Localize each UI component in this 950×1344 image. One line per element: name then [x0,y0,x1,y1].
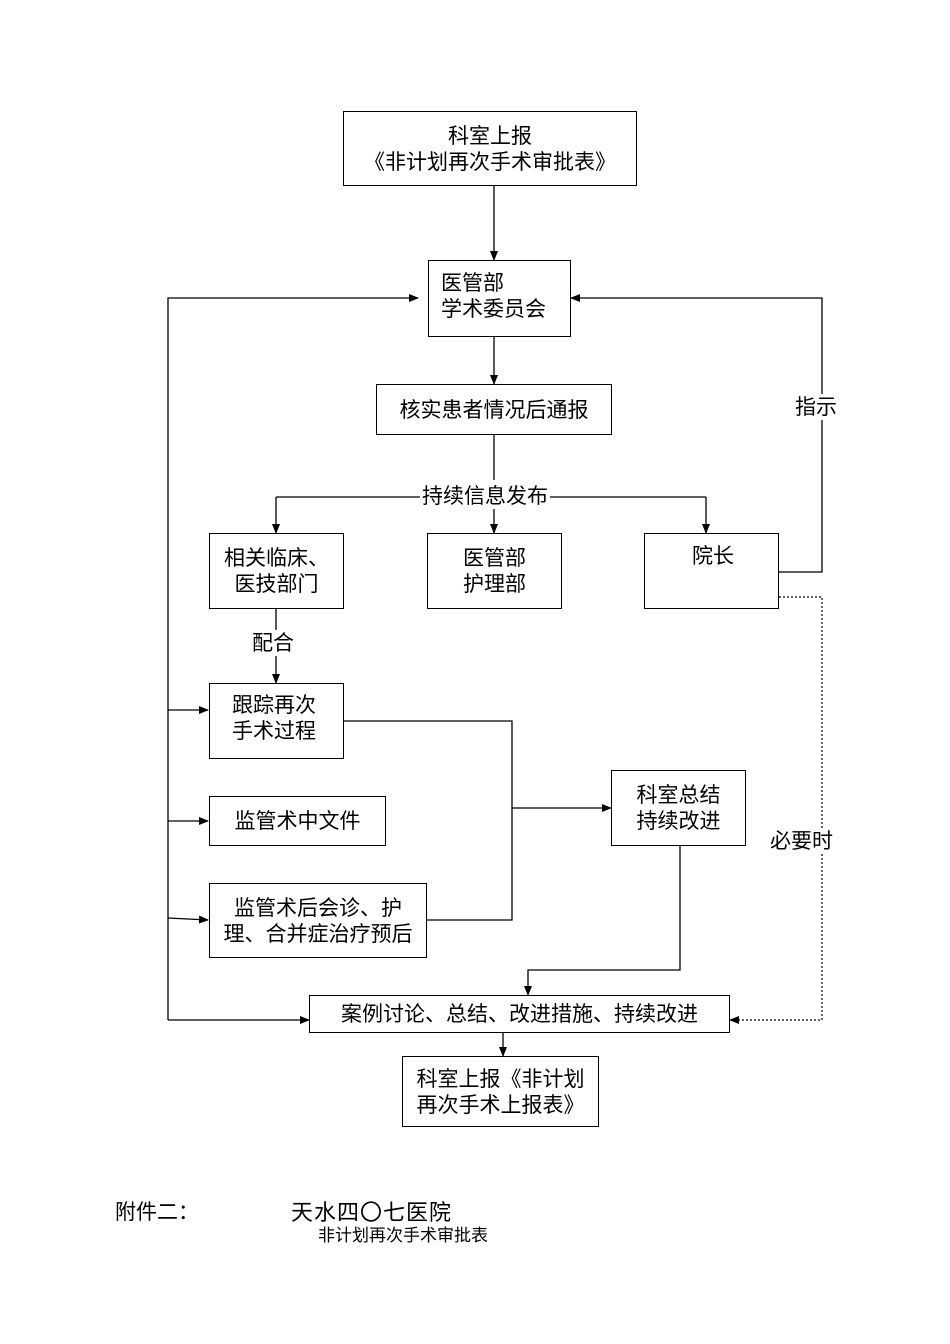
clinical-box: 相关临床、 医技部门 [209,533,344,609]
summary-box: 科室总结 持续改进 [611,770,746,846]
summary-box-line2: 持续改进 [636,809,721,833]
president-box: 院长 [644,533,779,609]
verify-box-text: 核实患者情况后通报 [399,397,589,422]
intraop-box-text: 监管术中文件 [234,809,361,833]
nursing-box-line2: 护理部 [463,572,526,596]
nursing-box-line1: 医管部 [463,546,526,570]
discussion-box-text: 案例讨论、总结、改进措施、持续改进 [341,1002,698,1026]
form-title: 非计划再次手术审批表 [318,1226,488,1246]
clinical-box-line2: 医技部门 [234,572,319,596]
report-box: 科室上报 《非计划再次手术审批表》 [343,111,637,186]
track-box-line1: 跟踪再次 [232,693,316,717]
hospital-name: 天水四〇七医院 [291,1201,453,1226]
attachment-label: 附件二： [115,1200,199,1224]
arrow-president-to-committee [570,294,823,573]
final-box-line2: 再次手术上报表》 [416,1092,585,1117]
report-box-line1: 科室上报 [448,123,532,148]
president-box-text: 院长 [692,544,734,568]
publish-label: 持续信息发布 [420,483,550,509]
intraop-box: 监管术中文件 [209,796,386,846]
discussion-box: 案例讨论、总结、改进措施、持续改进 [309,995,730,1033]
nursing-box: 医管部 护理部 [427,533,562,609]
arrow-loop-to-committee [167,294,419,1020]
summary-box-line1: 科室总结 [636,783,721,807]
postop-box-line1: 监管术后会诊、护 [234,895,402,920]
when-needed-label: 必要时 [768,828,835,854]
line-track-to-merge [343,720,513,921]
instruct-label: 指示 [793,394,839,420]
arrow-president-to-discussion-dotted [729,596,823,1024]
postop-box-line2: 理、合并症治疗预后 [223,921,413,946]
report-box-line2: 《非计划再次手术审批表》 [364,149,616,174]
committee-box: 医管部 学术委员会 [428,260,571,337]
postop-box: 监管术后会诊、护 理、合并症治疗预后 [209,883,427,958]
committee-box-line2: 学术委员会 [441,297,546,321]
arrow-summary-to-discussion [524,846,681,996]
verify-box: 核实患者情况后通报 [376,384,612,435]
clinical-box-line1: 相关临床、 [224,546,329,570]
track-box-line2: 手术过程 [232,719,316,743]
cooperate-label: 配合 [250,630,296,656]
track-box: 跟踪再次 手术过程 [209,683,344,759]
committee-box-line1: 医管部 [441,271,504,295]
final-box: 科室上报《非计划 再次手术上报表》 [402,1056,599,1127]
arrow-loop-to-postop [167,915,209,924]
final-box-line1: 科室上报《非计划 [416,1066,585,1091]
